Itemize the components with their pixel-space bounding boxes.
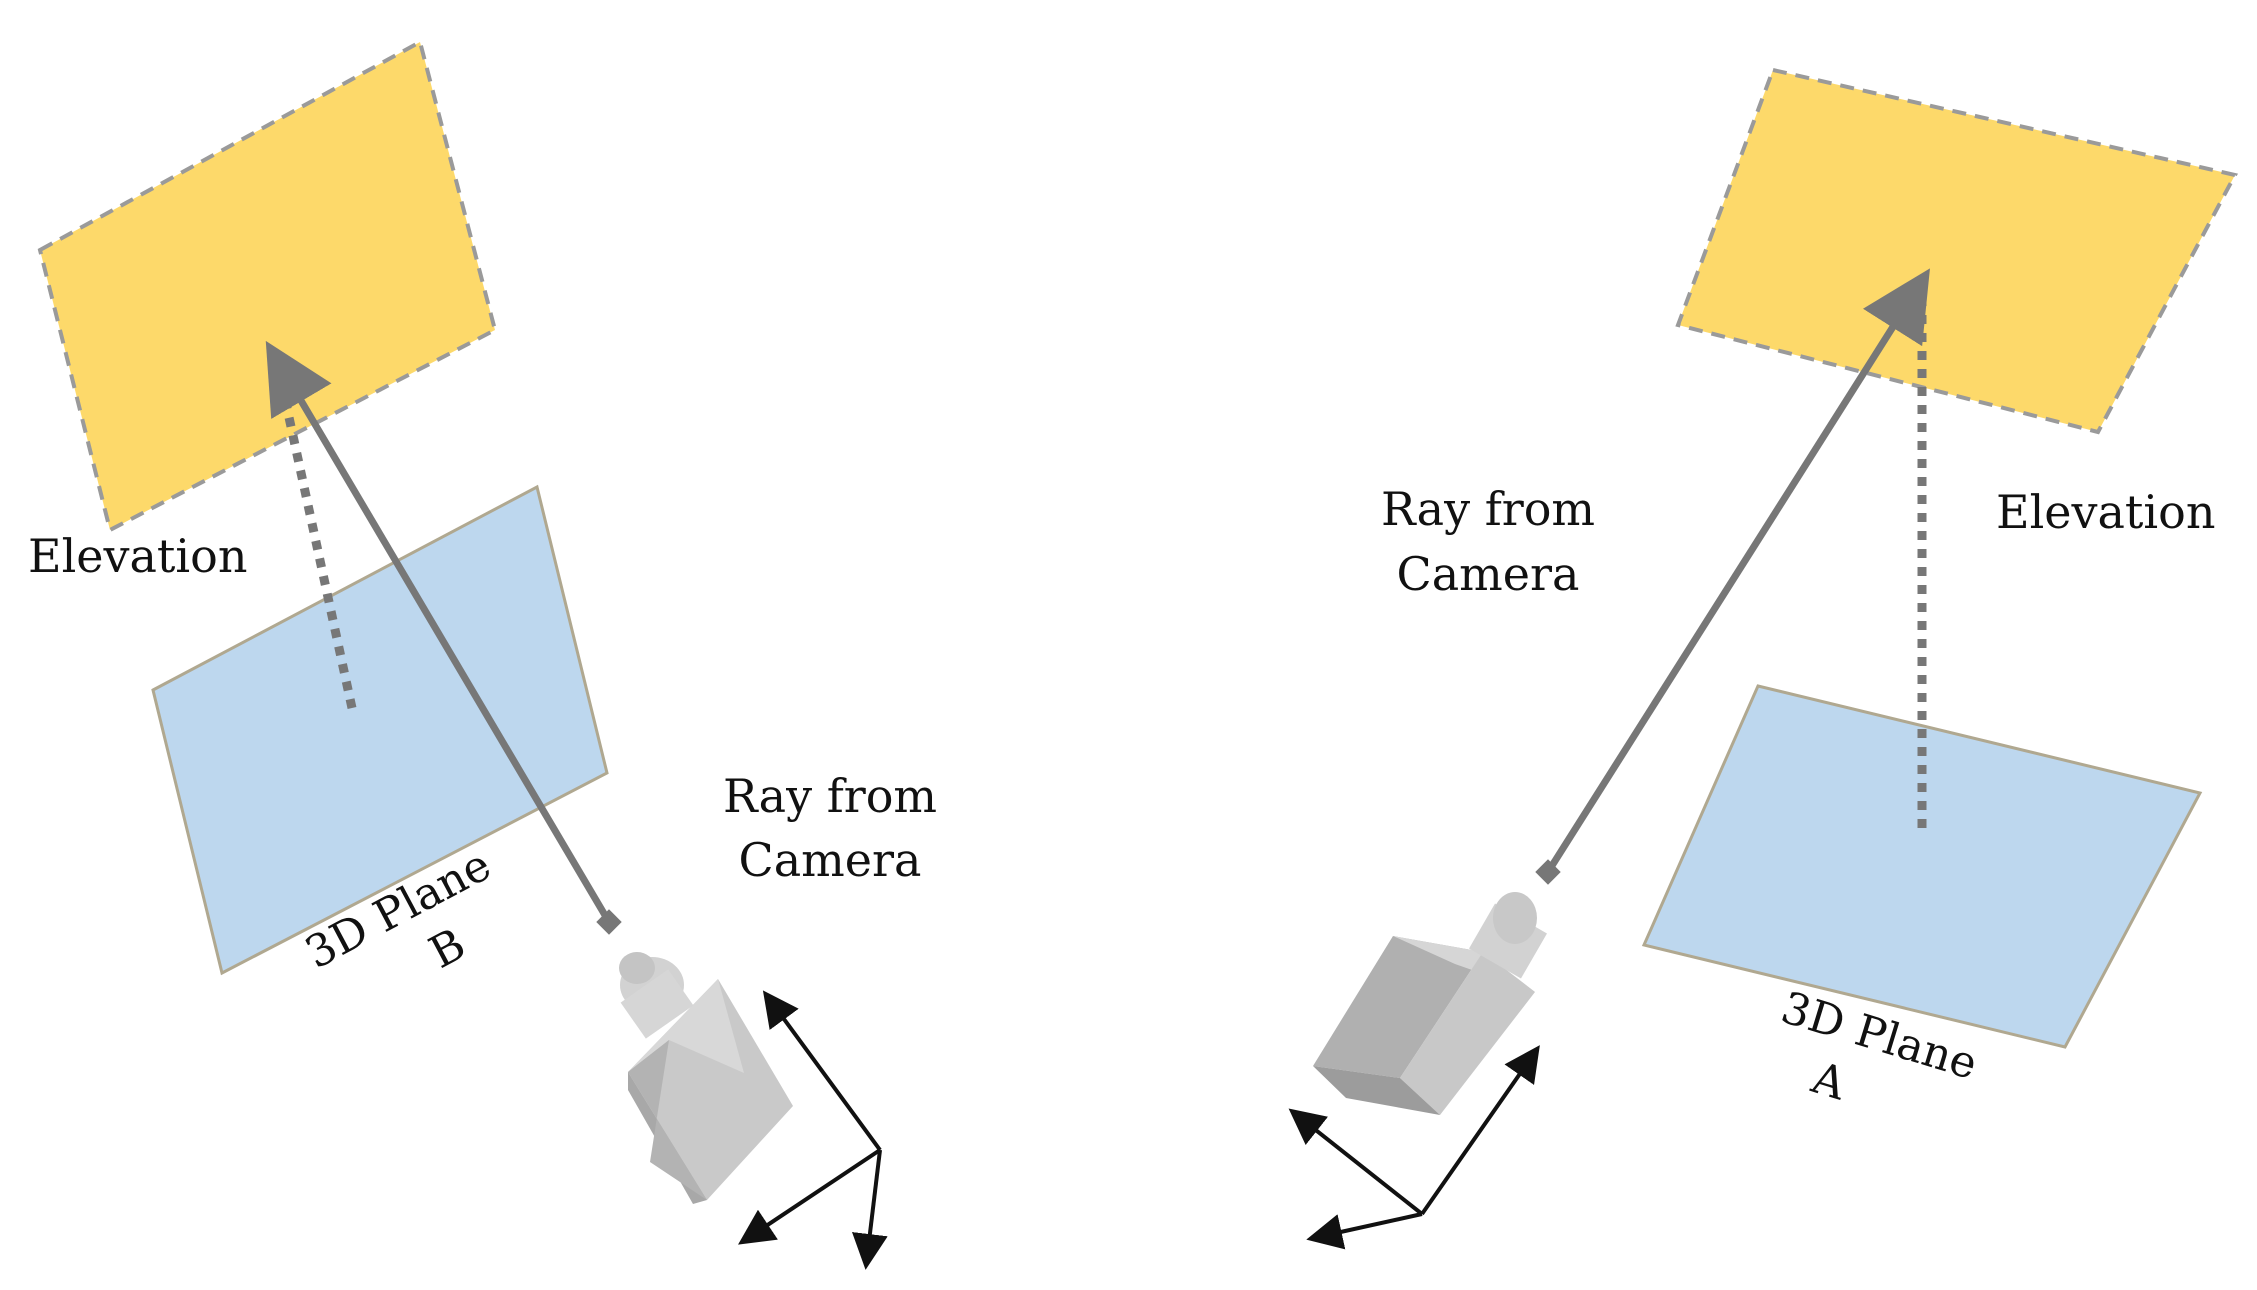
left-ray-origin-marker (596, 909, 622, 935)
right-coordinate-axes (1288, 1045, 1540, 1250)
right-plane-label-line2: A (1805, 1052, 1852, 1111)
left-3d-plane-b (151, 484, 609, 976)
right-ray-label-line1: Ray from (1381, 482, 1595, 536)
left-elevation-label: Elevation (28, 529, 247, 583)
right-3d-plane-a (1641, 684, 2203, 1049)
left-camera-ray (265, 340, 613, 924)
left-ray-label-line1: Ray from (723, 769, 937, 823)
left-panel: Elevation Ray from Camera 3D Plane B (28, 39, 937, 1270)
left-ray-label-line2: Camera (739, 833, 922, 887)
right-elevation-plane (1675, 67, 2238, 435)
left-plane-label-line2: B (421, 919, 474, 979)
left-elevation-plane (37, 39, 498, 533)
right-elevation-label: Elevation (1996, 485, 2215, 539)
left-camera-icon (619, 952, 793, 1204)
left-elevation-dotted-line (272, 361, 357, 709)
right-camera-ray (1545, 268, 1930, 874)
left-coordinate-axes (738, 990, 888, 1270)
right-camera-icon (1313, 892, 1547, 1115)
right-panel: Ray from Camera Elevation 3D Plane A (1288, 67, 2238, 1250)
right-ray-label-line2: Camera (1397, 547, 1580, 601)
